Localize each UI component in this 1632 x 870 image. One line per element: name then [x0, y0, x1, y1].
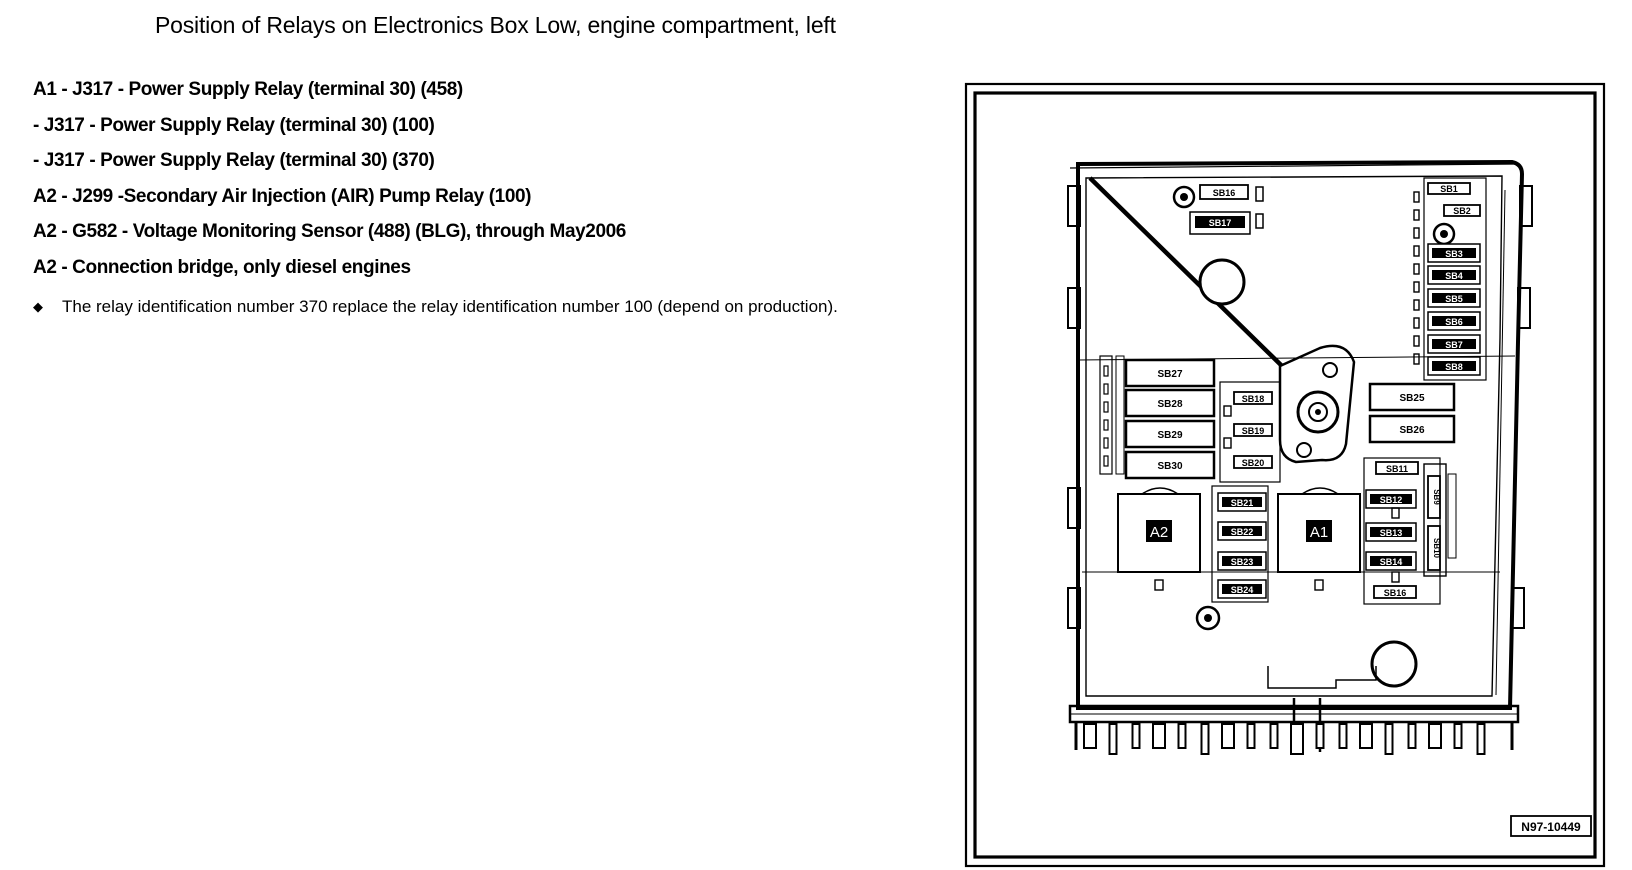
contact-mark [1103, 437, 1109, 449]
fuse-label: SB18 [1242, 394, 1265, 404]
connector-pin [1315, 723, 1325, 749]
connector-pin [1200, 723, 1210, 755]
contact-mark [1413, 227, 1420, 239]
fuse-label: SB2 [1453, 206, 1471, 216]
fuse-label: SB13 [1380, 528, 1403, 538]
connector-pin [1177, 723, 1187, 749]
list-item: A2 - Connection bridge, only diesel engi… [33, 256, 411, 278]
figure-code-box [1510, 815, 1592, 837]
connector-pin [1152, 723, 1166, 749]
contact-mark [1413, 335, 1420, 347]
diamond-bullet-icon: ◆ [33, 299, 43, 314]
fuse-label: SB4 [1445, 271, 1463, 281]
fuse-label: SB14 [1380, 557, 1403, 567]
contact-mark [1103, 383, 1109, 395]
connector-pin [1083, 723, 1097, 749]
connector-pin [1246, 723, 1256, 749]
connector-pin [1108, 723, 1118, 755]
contact-mark [1103, 419, 1109, 431]
fuse-label: SB19 [1242, 426, 1265, 436]
page-title: Position of Relays on Electronics Box Lo… [155, 12, 836, 38]
fuse-label: SB20 [1242, 458, 1265, 468]
contact-mark [1413, 191, 1420, 203]
list-item: A1 - J317 - Power Supply Relay (terminal… [33, 79, 463, 100]
mounting-hole [1370, 640, 1418, 688]
connector-pin [1131, 723, 1141, 749]
fuse-label: SB21 [1231, 498, 1254, 508]
list-item: A2 - J299 -Secondary Air Injection (AIR)… [33, 185, 532, 207]
box-outline [1076, 159, 1525, 710]
connector-pin [1269, 723, 1279, 749]
relay-list: A1 - J317 - Power Supply Relay (terminal… [33, 79, 933, 318]
contact-mark [1413, 245, 1420, 257]
fuse-label: SB6 [1445, 317, 1463, 327]
box-inner-outline [1085, 175, 1503, 697]
terminal-bracket [1278, 344, 1356, 464]
fuse-label: SB12 [1380, 495, 1403, 505]
fuse-label: SB27 [1157, 369, 1182, 380]
relay-label-a1: A1 [1310, 524, 1328, 541]
note: ◆ The relay identification number 370 re… [33, 295, 913, 318]
fuse-label: SB5 [1445, 294, 1463, 304]
connector-pin [1338, 723, 1348, 749]
contact-mark [1413, 281, 1420, 293]
fuse-label: SB30 [1157, 461, 1182, 472]
connector-pin [1407, 723, 1417, 749]
list-item: - J317 - Power Supply Relay (terminal 30… [33, 114, 435, 136]
fuse-label: SB11 [1386, 464, 1408, 474]
contact-mark [1413, 209, 1420, 221]
connector-pins [1083, 723, 1486, 755]
figure-code: N97-10449 [1521, 820, 1581, 834]
contact-mark [1413, 317, 1420, 329]
figure-frame-outer [964, 82, 1606, 868]
connector-pin [1290, 723, 1304, 755]
fuse-label: SB23 [1231, 557, 1254, 567]
list-item: - J317 - Power Supply Relay (terminal 30… [33, 150, 435, 171]
fuse-label: SB25 [1399, 393, 1424, 404]
fuse-label: SB1 [1440, 184, 1458, 194]
fuse-label: SB8 [1445, 362, 1463, 372]
contact-mark [1103, 401, 1109, 413]
connector-pin [1476, 723, 1486, 755]
contact-mark [1413, 299, 1420, 311]
fuse-label: SB26 [1399, 425, 1424, 436]
connector-pin [1384, 723, 1394, 755]
fuse-label: SB16 [1384, 588, 1407, 598]
contact-mark [1413, 353, 1420, 365]
fuse-label: SB9 [1432, 489, 1441, 505]
fuse-label: SB7 [1445, 340, 1463, 350]
connector-pin [1428, 723, 1442, 749]
fuse-label: SB29 [1157, 430, 1182, 441]
fuse-label: SB22 [1231, 527, 1254, 537]
contact-mark [1103, 365, 1109, 377]
note-text: The relay identification number 370 repl… [62, 297, 838, 316]
figure-frame-inner [973, 91, 1597, 859]
mounting-hole [1198, 258, 1246, 306]
connector-pin [1453, 723, 1463, 749]
fuse-label: SB24 [1231, 585, 1254, 595]
list-item: A2 - G582 - Voltage Monitoring Sensor (4… [33, 221, 626, 242]
fuse-label: SB10 [1432, 538, 1441, 559]
contact-mark [1103, 455, 1109, 467]
fuse-label: SB28 [1157, 399, 1182, 410]
fuse-label: SB3 [1445, 249, 1463, 259]
connector-pin [1359, 723, 1373, 749]
relay-label-a2: A2 [1150, 524, 1168, 541]
contact-mark [1413, 263, 1420, 275]
battery-terminal [1296, 390, 1340, 434]
connector-pin [1221, 723, 1235, 749]
fuse-label: SB17 [1209, 218, 1232, 228]
fuse-label: SB16 [1213, 188, 1236, 198]
contact-marks [1103, 191, 1420, 467]
